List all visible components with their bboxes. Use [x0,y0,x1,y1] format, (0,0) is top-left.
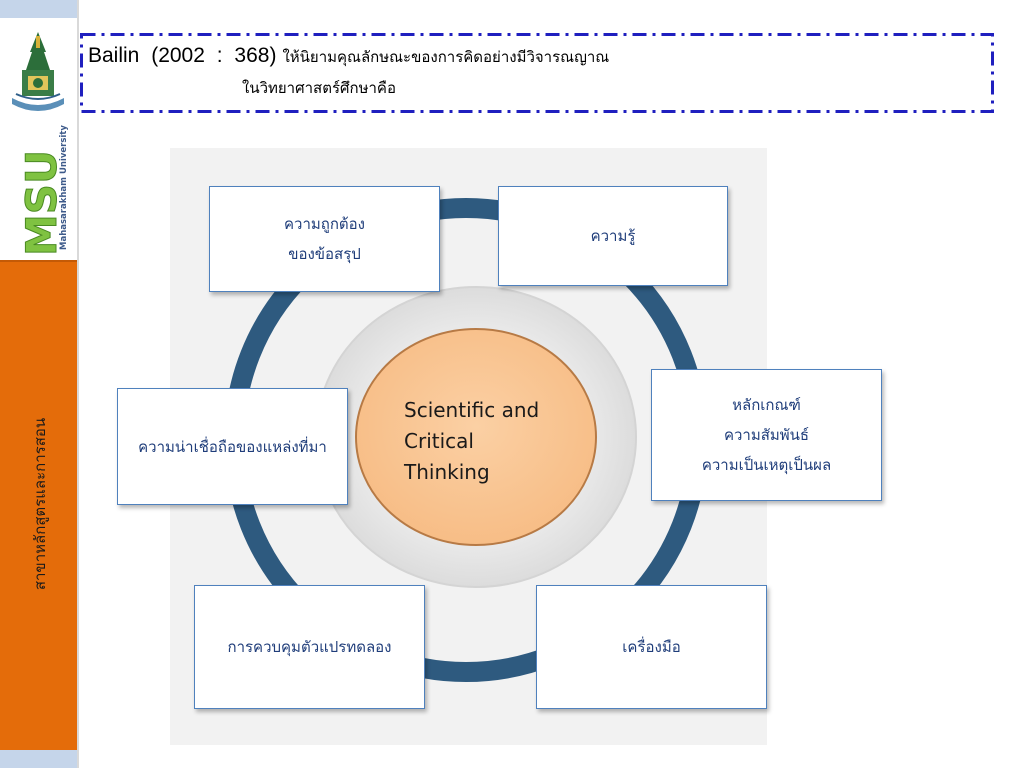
center-label-line-1: Scientific and [404,398,540,422]
node-text: หลักเกณฑ์ [732,396,801,414]
university-seal-logo [12,32,64,111]
center-label-line-3: Thinking [404,460,490,484]
node-instruments: เครื่องมือ [536,585,767,709]
node-variable-control: การควบคุมตัวแปรทดลอง [194,585,425,709]
node-text: ของข้อสรุป [288,245,361,263]
sidebar-bottom-strip [0,750,77,768]
node-text: เครื่องมือ [622,638,681,656]
definition-text-1: ให้นิยามคุณลักษณะของการคิดอย่างมีวิจารณญ… [282,48,610,66]
node-source-credibility: ความน่าเชื่อถือของแหล่งที่มา [117,388,348,505]
node-text: ความรู้ [590,227,636,245]
university-name-text: Mahasarakham University [59,125,68,250]
node-accuracy-of-conclusion: ความถูกต้อง ของข้อสรุป [209,186,440,292]
msu-wordmark-logo: MSU Mahasarakham University [17,125,69,257]
node-text: การควบคุมตัวแปรทดลอง [227,638,392,656]
center-label: Scientific and Critical Thinking [404,395,574,488]
author-citation: Bailin (2002 : 368) [88,44,277,67]
center-label-line-2: Critical [404,429,474,453]
msu-letters: MSU [17,150,66,256]
node-text: ความเป็นเหตุเป็นผล [701,456,832,474]
sidebar-top-strip [0,0,77,18]
header-dashed-frame [80,33,994,113]
node-text: ความถูกต้อง [283,215,365,233]
center-circle [355,328,597,546]
node-text: ความสัมพันธ์ [723,426,810,444]
sidebar-orange-panel [0,260,77,752]
definition-text-2: ในวิทยาศาสตร์ศึกษาคือ [242,79,396,97]
node-criteria-relations-reasoning: หลักเกณฑ์ ความสัมพันธ์ ความเป็นเหตุเป็นผ… [651,369,882,501]
header-title-line-1: Bailin (2002 : 368) ให้นิยามคุณลักษณะของก… [88,44,609,69]
sidebar: MSU Mahasarakham University สาขาหลักสูตร… [0,0,79,768]
node-text: ความน่าเชื่อถือของแหล่งที่มา [138,437,327,456]
node-knowledge: ความรู้ [498,186,728,286]
